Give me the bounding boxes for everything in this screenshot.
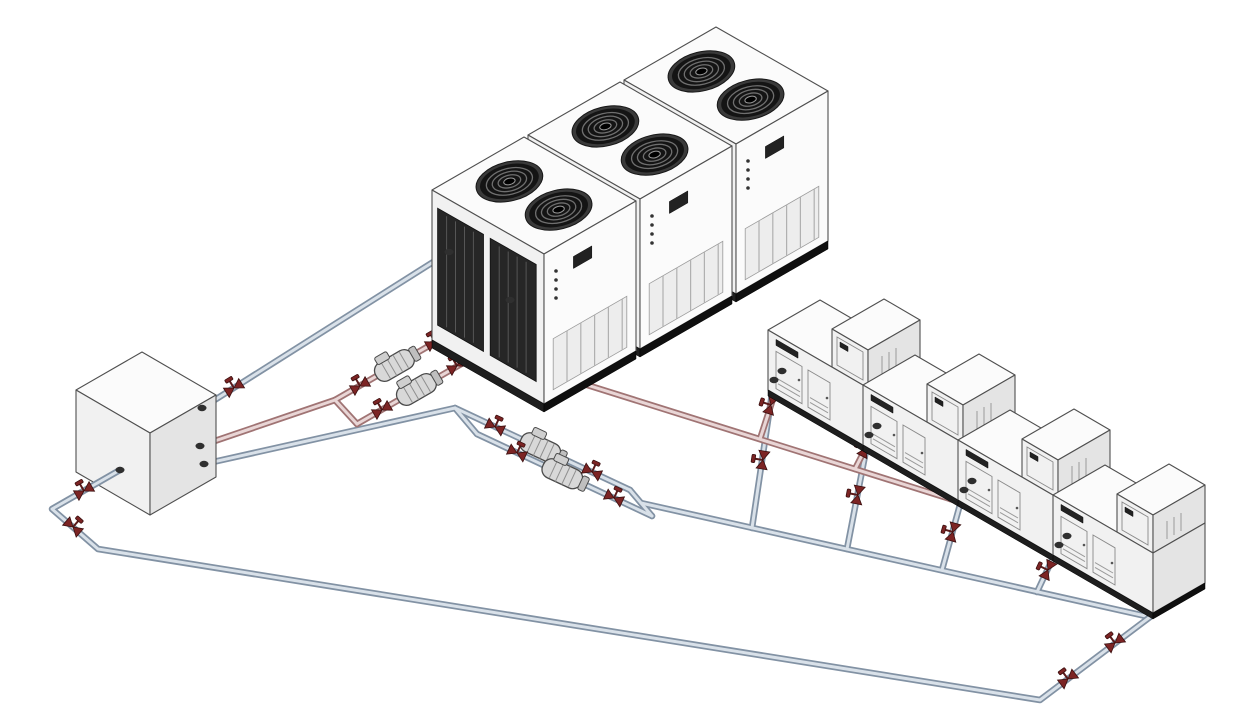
pipe-connection (195, 442, 205, 450)
indoor-unit-4 (1052, 463, 1206, 620)
pipe-connection (777, 367, 787, 375)
pipe-connection (199, 460, 209, 468)
pipe-connection (115, 466, 125, 474)
pipe-connection (1062, 532, 1072, 540)
pipe-connection (444, 248, 454, 256)
pipe-connection (1054, 541, 1064, 549)
pipe-connection (769, 376, 779, 384)
buffer-tank (75, 351, 217, 516)
pipe-connection (959, 486, 969, 494)
valve-icon (749, 448, 771, 471)
pipe-connection (505, 296, 515, 304)
pipe-connection (872, 422, 882, 430)
pipe-connection (967, 477, 977, 485)
tank-right-face (149, 394, 217, 516)
pipe-connection (864, 431, 874, 439)
valve-icon (843, 482, 867, 506)
pipe-connection (197, 404, 207, 412)
